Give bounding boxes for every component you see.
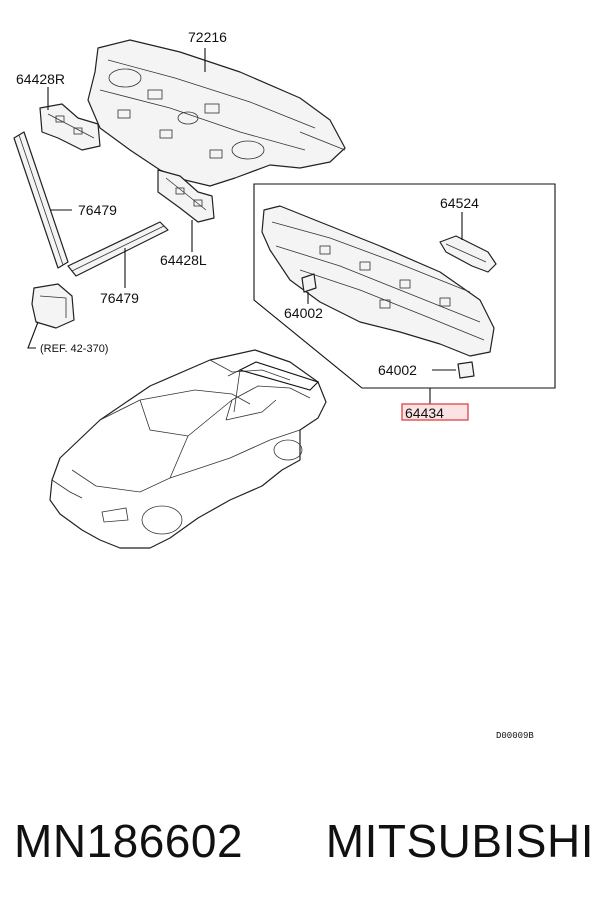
- callout-64524: 64524: [440, 195, 479, 211]
- callout-72216: 72216: [188, 29, 227, 45]
- plug-lower[interactable]: [457, 361, 475, 379]
- callout-64428r: 64428R: [16, 71, 65, 87]
- diagram-code: D00009B: [496, 731, 534, 741]
- callout-highlight-box: [401, 403, 469, 421]
- callout-64428l: 64428L: [160, 252, 207, 268]
- brand-name: MITSUBISHI: [325, 815, 594, 867]
- assembly-frame: [253, 183, 556, 389]
- ref-note: (REF. 42-370): [40, 343, 108, 355]
- part-number: MN186602: [14, 815, 244, 867]
- car-outline: [49, 349, 327, 549]
- reference-part[interactable]: [31, 283, 75, 329]
- bracket-left[interactable]: [157, 169, 215, 223]
- weatherstrip-lower[interactable]: [67, 221, 169, 277]
- callout-64002-upper: 64002: [284, 305, 323, 321]
- panel-clip[interactable]: [439, 235, 497, 273]
- callout-64434[interactable]: 64434: [405, 405, 444, 421]
- callout-76479-lower: 76479: [100, 290, 139, 306]
- footer: MN186602 MITSUBISHI: [14, 806, 594, 876]
- plug-upper[interactable]: [301, 273, 317, 293]
- weatherstrip-upper[interactable]: [13, 131, 69, 269]
- rear-panel-assy[interactable]: [261, 205, 495, 357]
- callout-64002-lower: 64002: [378, 362, 417, 378]
- callout-76479-upper: 76479: [78, 202, 117, 218]
- car-pointer: [238, 361, 320, 391]
- rear-shelf-panel[interactable]: [87, 39, 346, 187]
- bracket-right[interactable]: [39, 103, 101, 151]
